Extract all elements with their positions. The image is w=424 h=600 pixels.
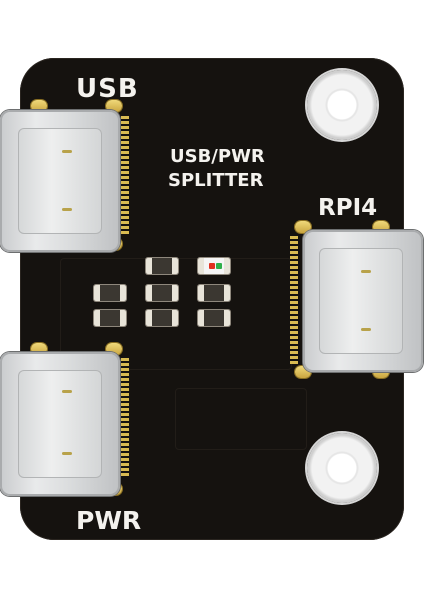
- connector-pins: [121, 116, 129, 236]
- smd-resistor: [94, 310, 126, 326]
- connector-pins: [121, 358, 129, 478]
- smd-resistor: [146, 310, 178, 326]
- mounting-hole-top-right: [307, 70, 377, 140]
- usb-c-connector-pwr: [0, 352, 120, 496]
- board-title-line2: SPLITTER: [168, 170, 264, 191]
- board-title-line1: USB/PWR: [170, 146, 265, 167]
- rpi4-label: RPI4: [318, 195, 378, 221]
- smd-resistor: [146, 258, 178, 274]
- solder-pad: [295, 221, 311, 233]
- mounting-hole-bottom-right: [307, 433, 377, 503]
- smd-resistor: [146, 285, 178, 301]
- connector-pins: [290, 236, 298, 364]
- smd-resistor: [94, 285, 126, 301]
- solder-pad: [31, 100, 47, 112]
- smd-resistor: [198, 310, 230, 326]
- pcb-trace: [175, 388, 307, 450]
- smd-resistor: [198, 285, 230, 301]
- pcb-board: USB USB/PWR SPLITTER RPI4 PWR: [0, 58, 423, 540]
- usb-c-connector-rpi4: [303, 230, 423, 372]
- smd-led: [198, 258, 230, 274]
- usb-c-connector-usb: [0, 110, 120, 252]
- usb-label: USB: [76, 74, 139, 104]
- pwr-label: PWR: [76, 506, 142, 535]
- solder-pad: [106, 100, 122, 112]
